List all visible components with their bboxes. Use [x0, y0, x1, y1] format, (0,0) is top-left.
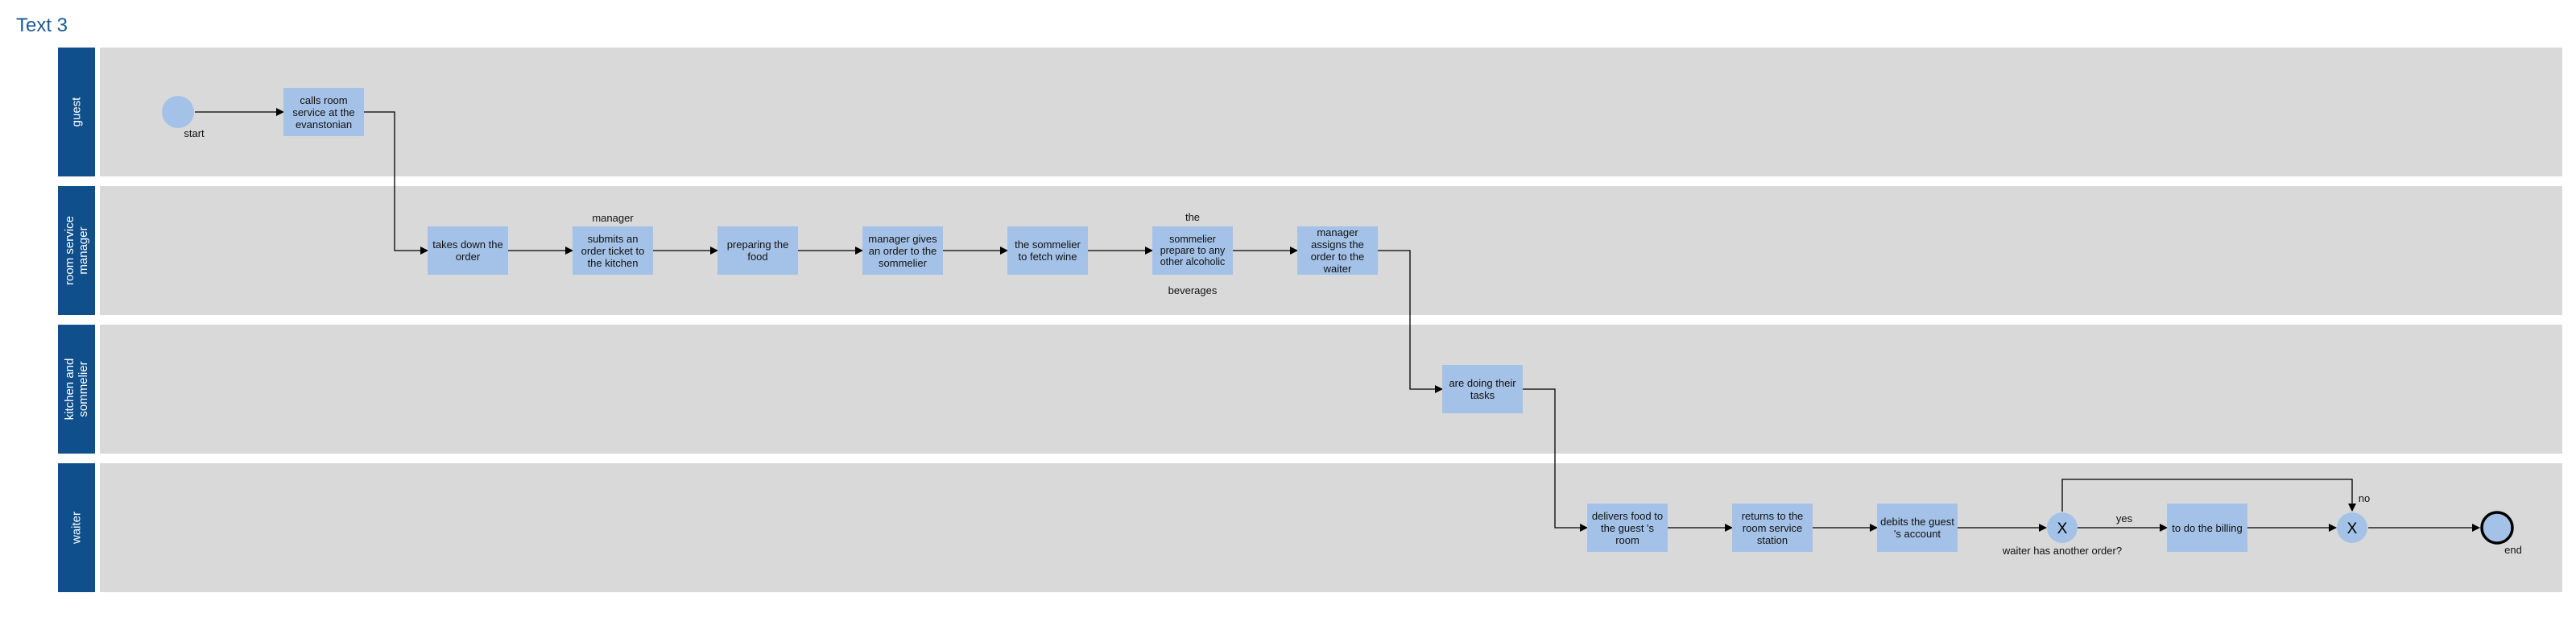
lane-label-room-service-manager: room service manager	[58, 186, 95, 315]
task-returns-to-station: returns to the room service station	[1732, 504, 1813, 552]
flow-tasks-to-delivers	[1523, 388, 1588, 532]
task-calls-room-service: calls room service at the evanstonian	[283, 88, 364, 136]
gateway-question-label: waiter has another order?	[2002, 545, 2123, 557]
task-sommelier-prepare: sommelier prepare to any other alcoholic	[1152, 226, 1233, 275]
annotation-the: the	[1185, 211, 1201, 223]
lane-kitchen-and-sommelier	[100, 325, 2562, 454]
exclusive-gateway-split	[2047, 512, 2078, 543]
end-event-label: end	[2504, 544, 2522, 556]
gateway-split-symbol: X	[2057, 520, 2068, 537]
annotation-beverages: beverages	[1168, 284, 1218, 296]
exclusive-gateway-merge	[2337, 512, 2367, 543]
task-submits-order-ticket: submits an order ticket to the kitchen	[573, 226, 653, 275]
annotation-manager: manager	[592, 212, 634, 224]
flow-label-yes: yes	[2115, 512, 2133, 524]
flow-assigns-to-tasks	[1378, 250, 1443, 393]
gateway-merge-symbol: X	[2347, 520, 2358, 537]
flow-no-bypass	[2061, 479, 2356, 512]
lane-guest	[100, 48, 2562, 176]
task-doing-their-tasks: are doing their tasks	[1442, 365, 1523, 413]
diagram-title: Text 3	[16, 15, 68, 36]
task-assigns-order-waiter: manager assigns the order to the waiter	[1297, 226, 1378, 275]
lane-label-kitchen-and-sommelier: kitchen and sommelier	[58, 325, 95, 454]
lane-label-guest: guest	[58, 48, 95, 176]
task-preparing-food: preparing the food	[717, 226, 798, 275]
task-debits-account: debits the guest 's account	[1877, 504, 1958, 552]
task-sommelier-fetch-wine: the sommelier to fetch wine	[1007, 226, 1088, 275]
start-event	[162, 96, 194, 128]
task-delivers-food: delivers food to the guest 's room	[1587, 504, 1668, 552]
flow-calls-to-takes-down	[364, 111, 428, 255]
task-manager-gives-order: manager gives an order to the sommelier	[862, 226, 943, 275]
task-do-billing: to do the billing	[2167, 504, 2247, 552]
lane-label-waiter: waiter	[58, 463, 95, 592]
start-event-label: start	[184, 127, 205, 139]
task-takes-down-order: takes down the order	[428, 226, 508, 275]
flow-label-no: no	[2358, 492, 2371, 504]
end-event	[2480, 511, 2514, 545]
